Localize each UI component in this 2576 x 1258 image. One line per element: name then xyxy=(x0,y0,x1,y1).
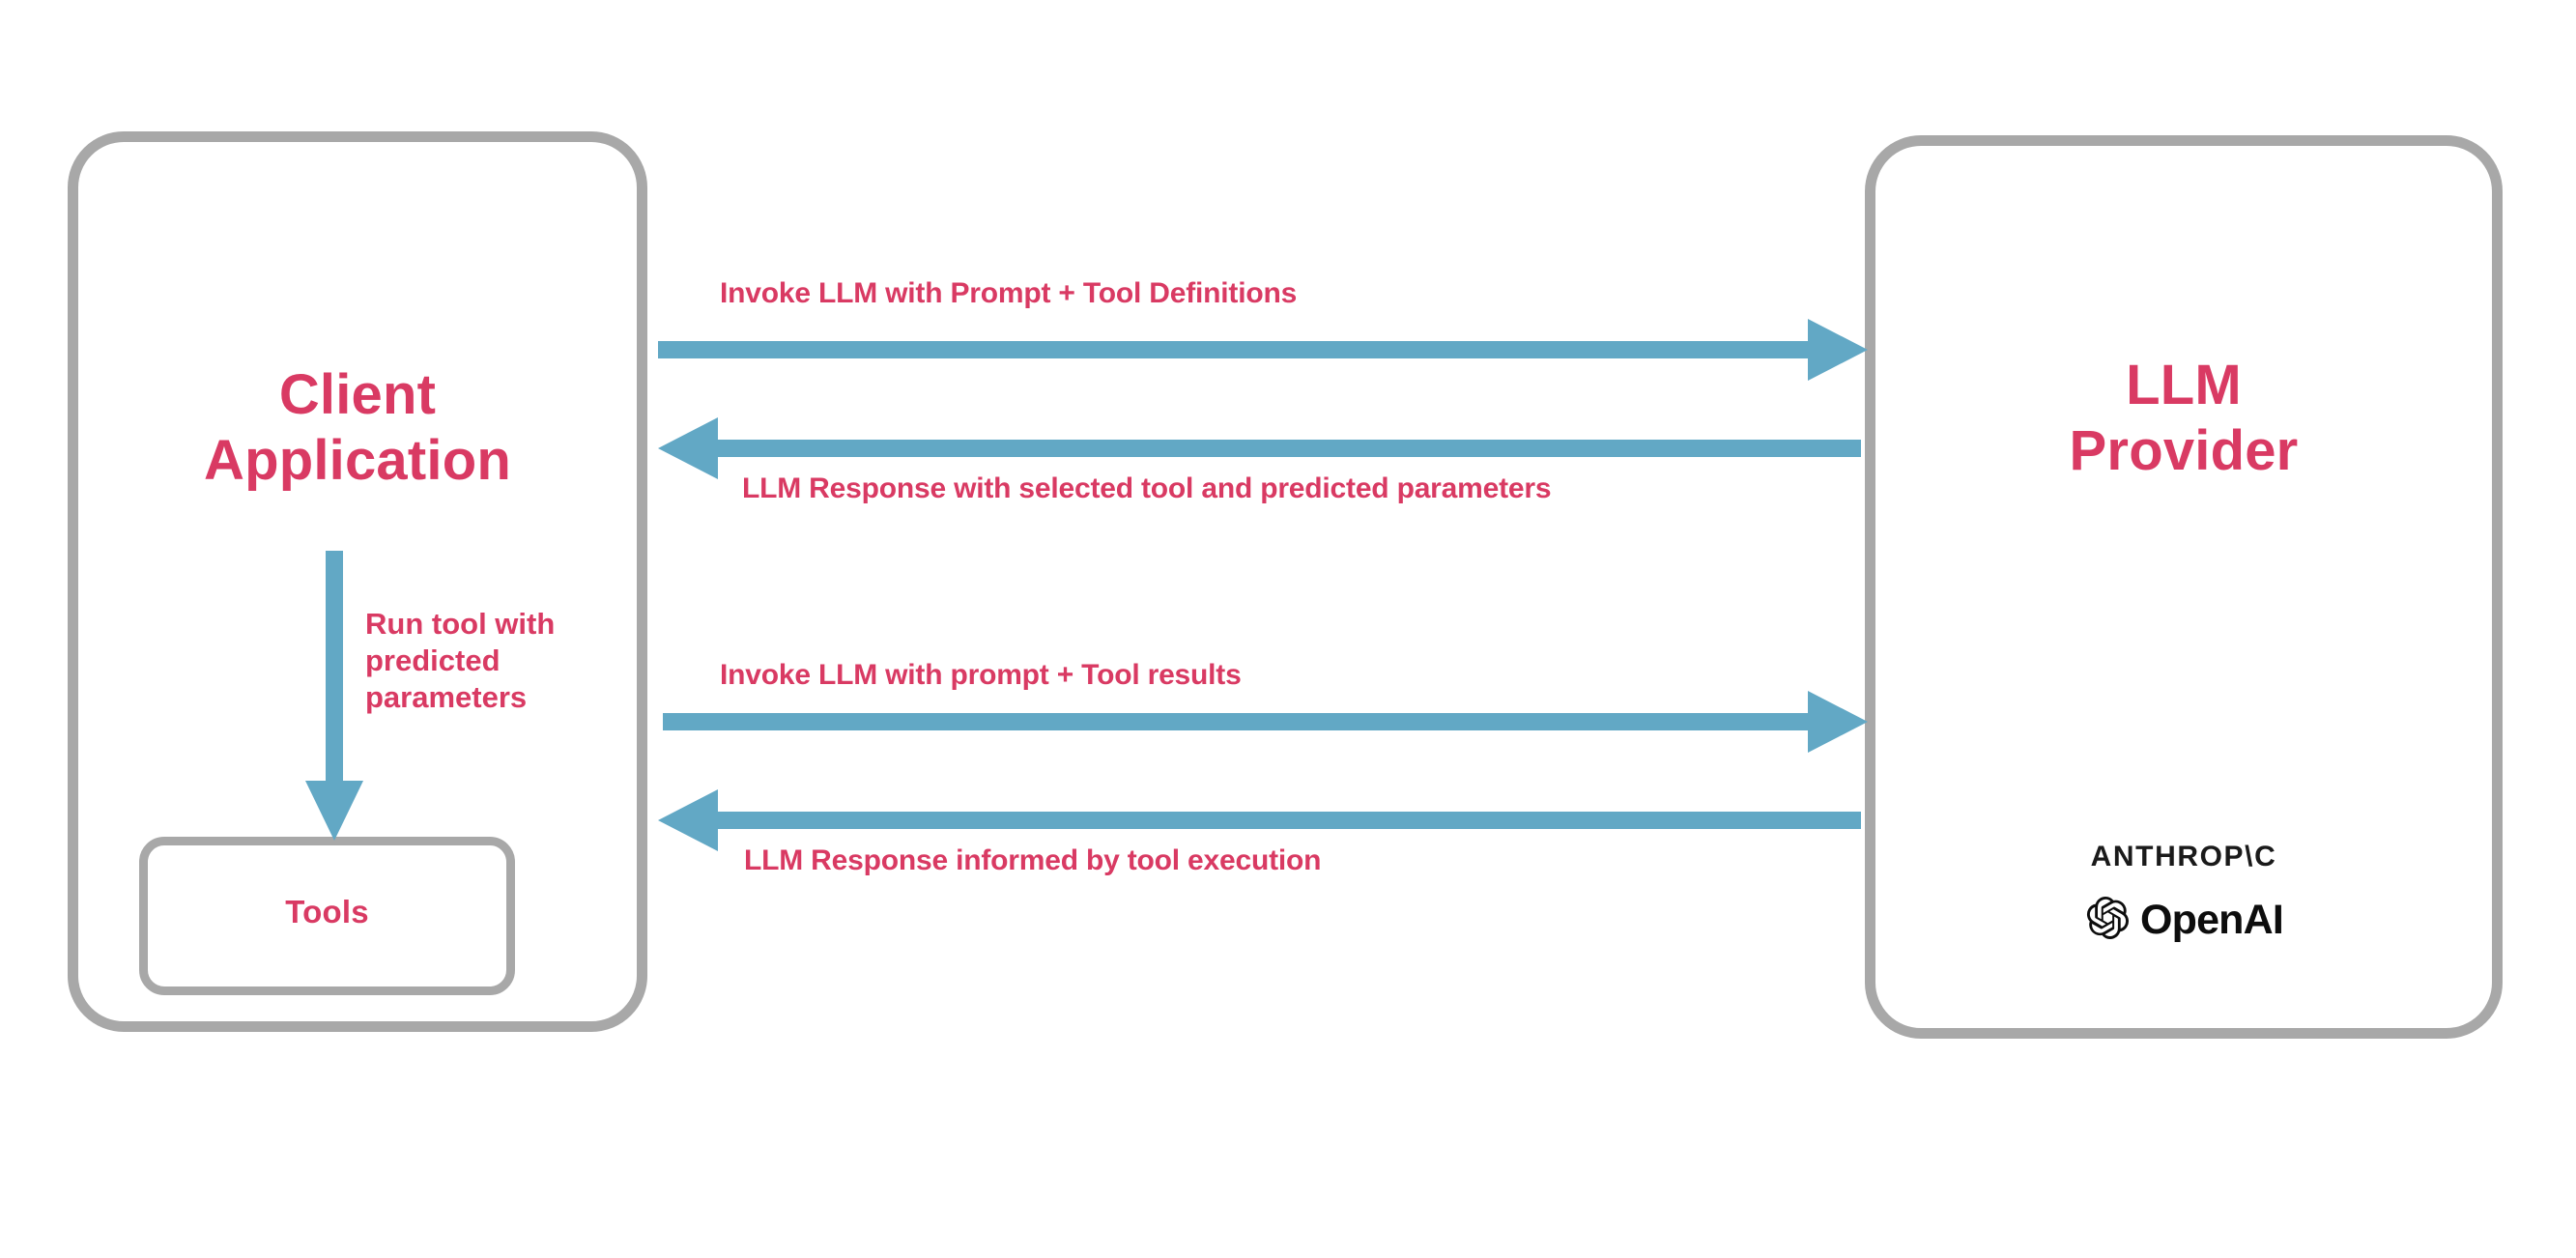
edge-label-response-2: LLM Response informed by tool execution xyxy=(744,844,1322,876)
openai-swirl-icon xyxy=(2084,895,2131,946)
arrow-invoke-llm-with-tool-results xyxy=(663,691,1868,753)
arrow-run-tool-with-predicted-parameters xyxy=(305,551,363,841)
edge-label-invoke-2: Invoke LLM with prompt + Tool results xyxy=(720,659,1242,691)
tools-label: Tools xyxy=(285,894,369,929)
anthropic-logo: ANTHROP\C xyxy=(2090,841,2277,872)
vendor-logo-group: ANTHROP\C OpenAI xyxy=(1865,841,2503,946)
client-application-label: Client Application xyxy=(204,363,511,493)
llm-provider-label: LLM Provider xyxy=(2069,354,2299,483)
openai-wordmark: OpenAI xyxy=(2139,897,2284,943)
llm-provider-node xyxy=(1865,135,2503,1039)
openai-logo: OpenAI xyxy=(2084,895,2284,946)
tools-node xyxy=(139,837,515,995)
arrow-invoke-llm-with-tool-definitions xyxy=(658,319,1868,381)
arrow-llm-response-informed-by-tool-execution xyxy=(658,789,1861,851)
edge-label-run-tool: Run tool with predicted parameters xyxy=(365,607,556,714)
edge-label-response-1: LLM Response with selected tool and pred… xyxy=(742,472,1552,504)
arrow-llm-response-selected-tool xyxy=(658,417,1861,479)
edge-label-invoke-1: Invoke LLM with Prompt + Tool Definition… xyxy=(720,277,1298,309)
